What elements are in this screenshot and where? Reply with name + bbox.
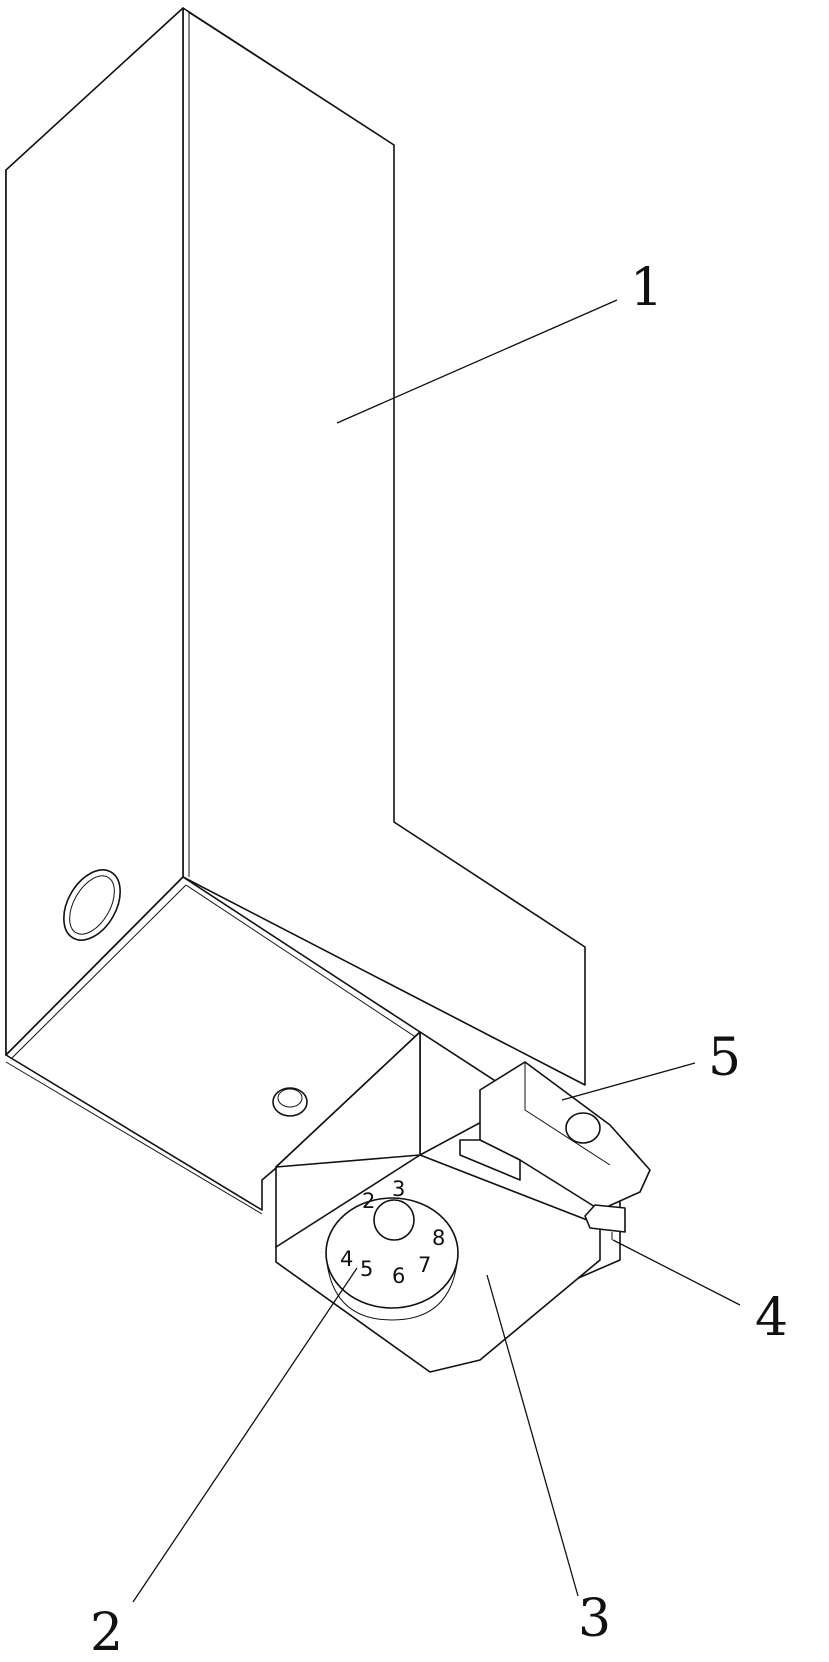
end-face-screw [272,1087,308,1117]
shank-top-face [5,7,184,1056]
callout-2: 2 [90,1603,123,1662]
clamp-foot [459,1139,521,1181]
clamp [459,1061,651,1211]
shank-body [5,7,586,1215]
dial-digit: 3 [392,1177,405,1201]
dial-digit: 6 [392,1264,405,1288]
dial-digit: 7 [418,1253,431,1277]
clamp-screw-hole [565,1112,601,1144]
callout-1: 1 [630,258,663,318]
callout-5: 5 [708,1028,741,1088]
leader-1 [336,299,618,424]
leader-4 [612,1239,741,1306]
callout-4: 4 [755,1288,788,1348]
leader-3 [486,1274,579,1597]
leader-2 [132,1267,358,1603]
dial-digit: 8 [432,1226,445,1250]
leader-5 [561,1062,696,1101]
mounting-hole [63,869,121,941]
dial-digit: 2 [362,1189,375,1213]
callout-3: 3 [578,1589,611,1649]
cutting-insert [584,1204,626,1240]
leader-lines [132,299,741,1603]
dial-digit: 4 [340,1247,353,1271]
adjustment-dial: 2 3 4 5 6 7 8 [325,1177,459,1321]
insert-body [584,1204,626,1233]
callouts: 1 2 3 4 5 [90,258,788,1662]
dial-center-hole [373,1199,415,1241]
dial-digit: 5 [360,1257,373,1281]
